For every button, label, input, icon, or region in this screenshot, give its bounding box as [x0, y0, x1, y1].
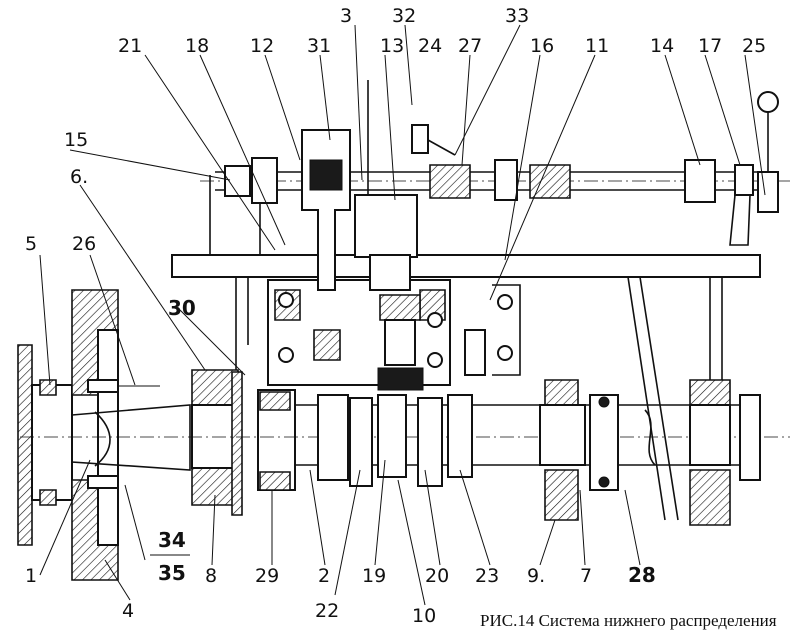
cam-23 [447, 394, 473, 478]
callout-5: 5 [25, 233, 37, 255]
callout-27: 27 [458, 35, 482, 57]
callout-23: 23 [475, 565, 499, 587]
callout-8: 8 [205, 565, 217, 587]
callout-16: 16 [530, 35, 554, 57]
cam-20 [417, 397, 443, 487]
callout-11: 11 [585, 35, 609, 57]
bearing-8 [191, 369, 239, 406]
callout-28: 28 [628, 563, 656, 587]
callout-35: 35 [158, 561, 186, 585]
callout-9: 9. [527, 565, 545, 587]
cam-19 [377, 394, 407, 478]
rocker-shaft [200, 91, 790, 246]
leader-lines [39, 24, 766, 606]
cam-22 [349, 397, 373, 487]
callout-7: 7 [580, 565, 592, 587]
callout-19: 19 [362, 565, 386, 587]
callout-21: 21 [118, 35, 142, 57]
callout-20: 20 [425, 565, 449, 587]
callout-6: 6. [70, 166, 88, 188]
callout-12: 12 [250, 35, 274, 57]
callout-15: 15 [64, 129, 88, 151]
callout-30: 30 [168, 296, 196, 320]
callout-17: 17 [698, 35, 722, 57]
callout-33: 33 [505, 5, 529, 27]
crankshaft-assembly [17, 289, 790, 581]
gear-29 [257, 389, 296, 491]
callout-13: 13 [380, 35, 404, 57]
callout-29: 29 [255, 565, 279, 587]
callout-10: 10 [412, 605, 436, 627]
callout-2: 2 [318, 565, 330, 587]
callout-25: 25 [742, 35, 766, 57]
bearing-right [689, 379, 731, 406]
callout-31: 31 [307, 35, 331, 57]
bearing-9 [544, 379, 579, 406]
callout-26: 26 [72, 233, 96, 255]
coupling-7 [589, 394, 619, 491]
lever-17 [734, 164, 754, 196]
valve-block [267, 80, 521, 391]
part-24 [411, 124, 429, 154]
callout-1: 1 [25, 565, 37, 587]
flange-5 [31, 384, 73, 501]
top-plate [171, 254, 761, 278]
callout-18: 18 [185, 35, 209, 57]
callout-22: 22 [315, 600, 339, 622]
figure-caption: РИС.14 Система нижнего распределения [480, 611, 777, 630]
callout-labels: 3 32 33 21 18 12 31 13 24 27 16 11 14 17… [25, 5, 766, 627]
callout-14: 14 [650, 35, 674, 57]
cam-2 [317, 394, 349, 481]
handle-25 [757, 91, 779, 113]
callout-4: 4 [122, 600, 134, 622]
callout-3: 3 [340, 5, 352, 27]
callout-32: 32 [392, 5, 416, 27]
left-housing-wall [17, 344, 33, 546]
callout-24: 24 [418, 35, 442, 57]
pump-13 [354, 194, 418, 258]
bracket-14 [684, 159, 716, 203]
bracket-16 [494, 159, 518, 201]
callout-34: 34 [158, 528, 186, 552]
